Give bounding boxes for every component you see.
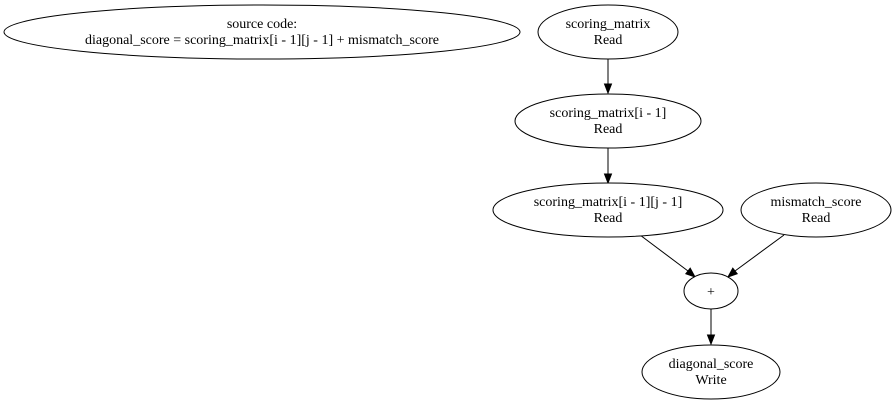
source-code-line2: diagonal_score = scoring_matrix[i - 1][j… — [85, 33, 439, 48]
source-code-ellipse — [3, 4, 521, 60]
node-scoring-matrix-row-ellipse — [514, 93, 702, 149]
node-scoring-matrix-ellipse — [537, 4, 679, 60]
node-scoring-matrix-cell-op: Read — [594, 211, 623, 226]
node-diagonal-score-op: Write — [695, 373, 726, 388]
node-scoring-matrix: scoring_matrix Read — [537, 4, 679, 60]
node-scoring-matrix-cell: scoring_matrix[i - 1][j - 1] Read — [492, 182, 724, 238]
node-diagonal-score: diagonal_score Write — [641, 344, 781, 400]
node-scoring-matrix-op: Read — [594, 33, 623, 48]
node-mismatch-score: mismatch_score Read — [740, 182, 892, 238]
node-diagonal-score-ellipse — [641, 344, 781, 400]
node-scoring-matrix-row-name: scoring_matrix[i - 1] — [550, 106, 667, 121]
node-diagonal-score-name: diagonal_score — [669, 357, 754, 372]
edge-mismatch-to-plus — [726, 234, 785, 278]
node-scoring-matrix-name: scoring_matrix — [566, 17, 651, 32]
source-code-line1: source code: — [227, 17, 297, 32]
node-plus-operator: + — [683, 272, 739, 310]
edge-plus-to-diagonal — [706, 309, 716, 346]
node-scoring-matrix-row-op: Read — [594, 122, 623, 137]
edges — [603, 59, 785, 346]
node-mismatch-score-op: Read — [802, 211, 831, 226]
node-scoring-matrix-cell-name: scoring_matrix[i - 1][j - 1] — [534, 195, 683, 210]
node-mismatch-score-ellipse — [740, 182, 892, 238]
edge-scoring-matrix-to-row — [603, 59, 613, 95]
node-plus-operator-label: + — [707, 285, 715, 300]
edge-cell-to-plus — [639, 234, 697, 278]
node-scoring-matrix-row: scoring_matrix[i - 1] Read — [514, 93, 702, 149]
node-plus-operator-ellipse — [683, 272, 739, 310]
source-code-node: source code: diagonal_score = scoring_ma… — [3, 4, 521, 60]
node-mismatch-score-name: mismatch_score — [771, 195, 862, 210]
edge-row-to-cell — [603, 148, 613, 185]
node-scoring-matrix-cell-ellipse — [492, 182, 724, 238]
